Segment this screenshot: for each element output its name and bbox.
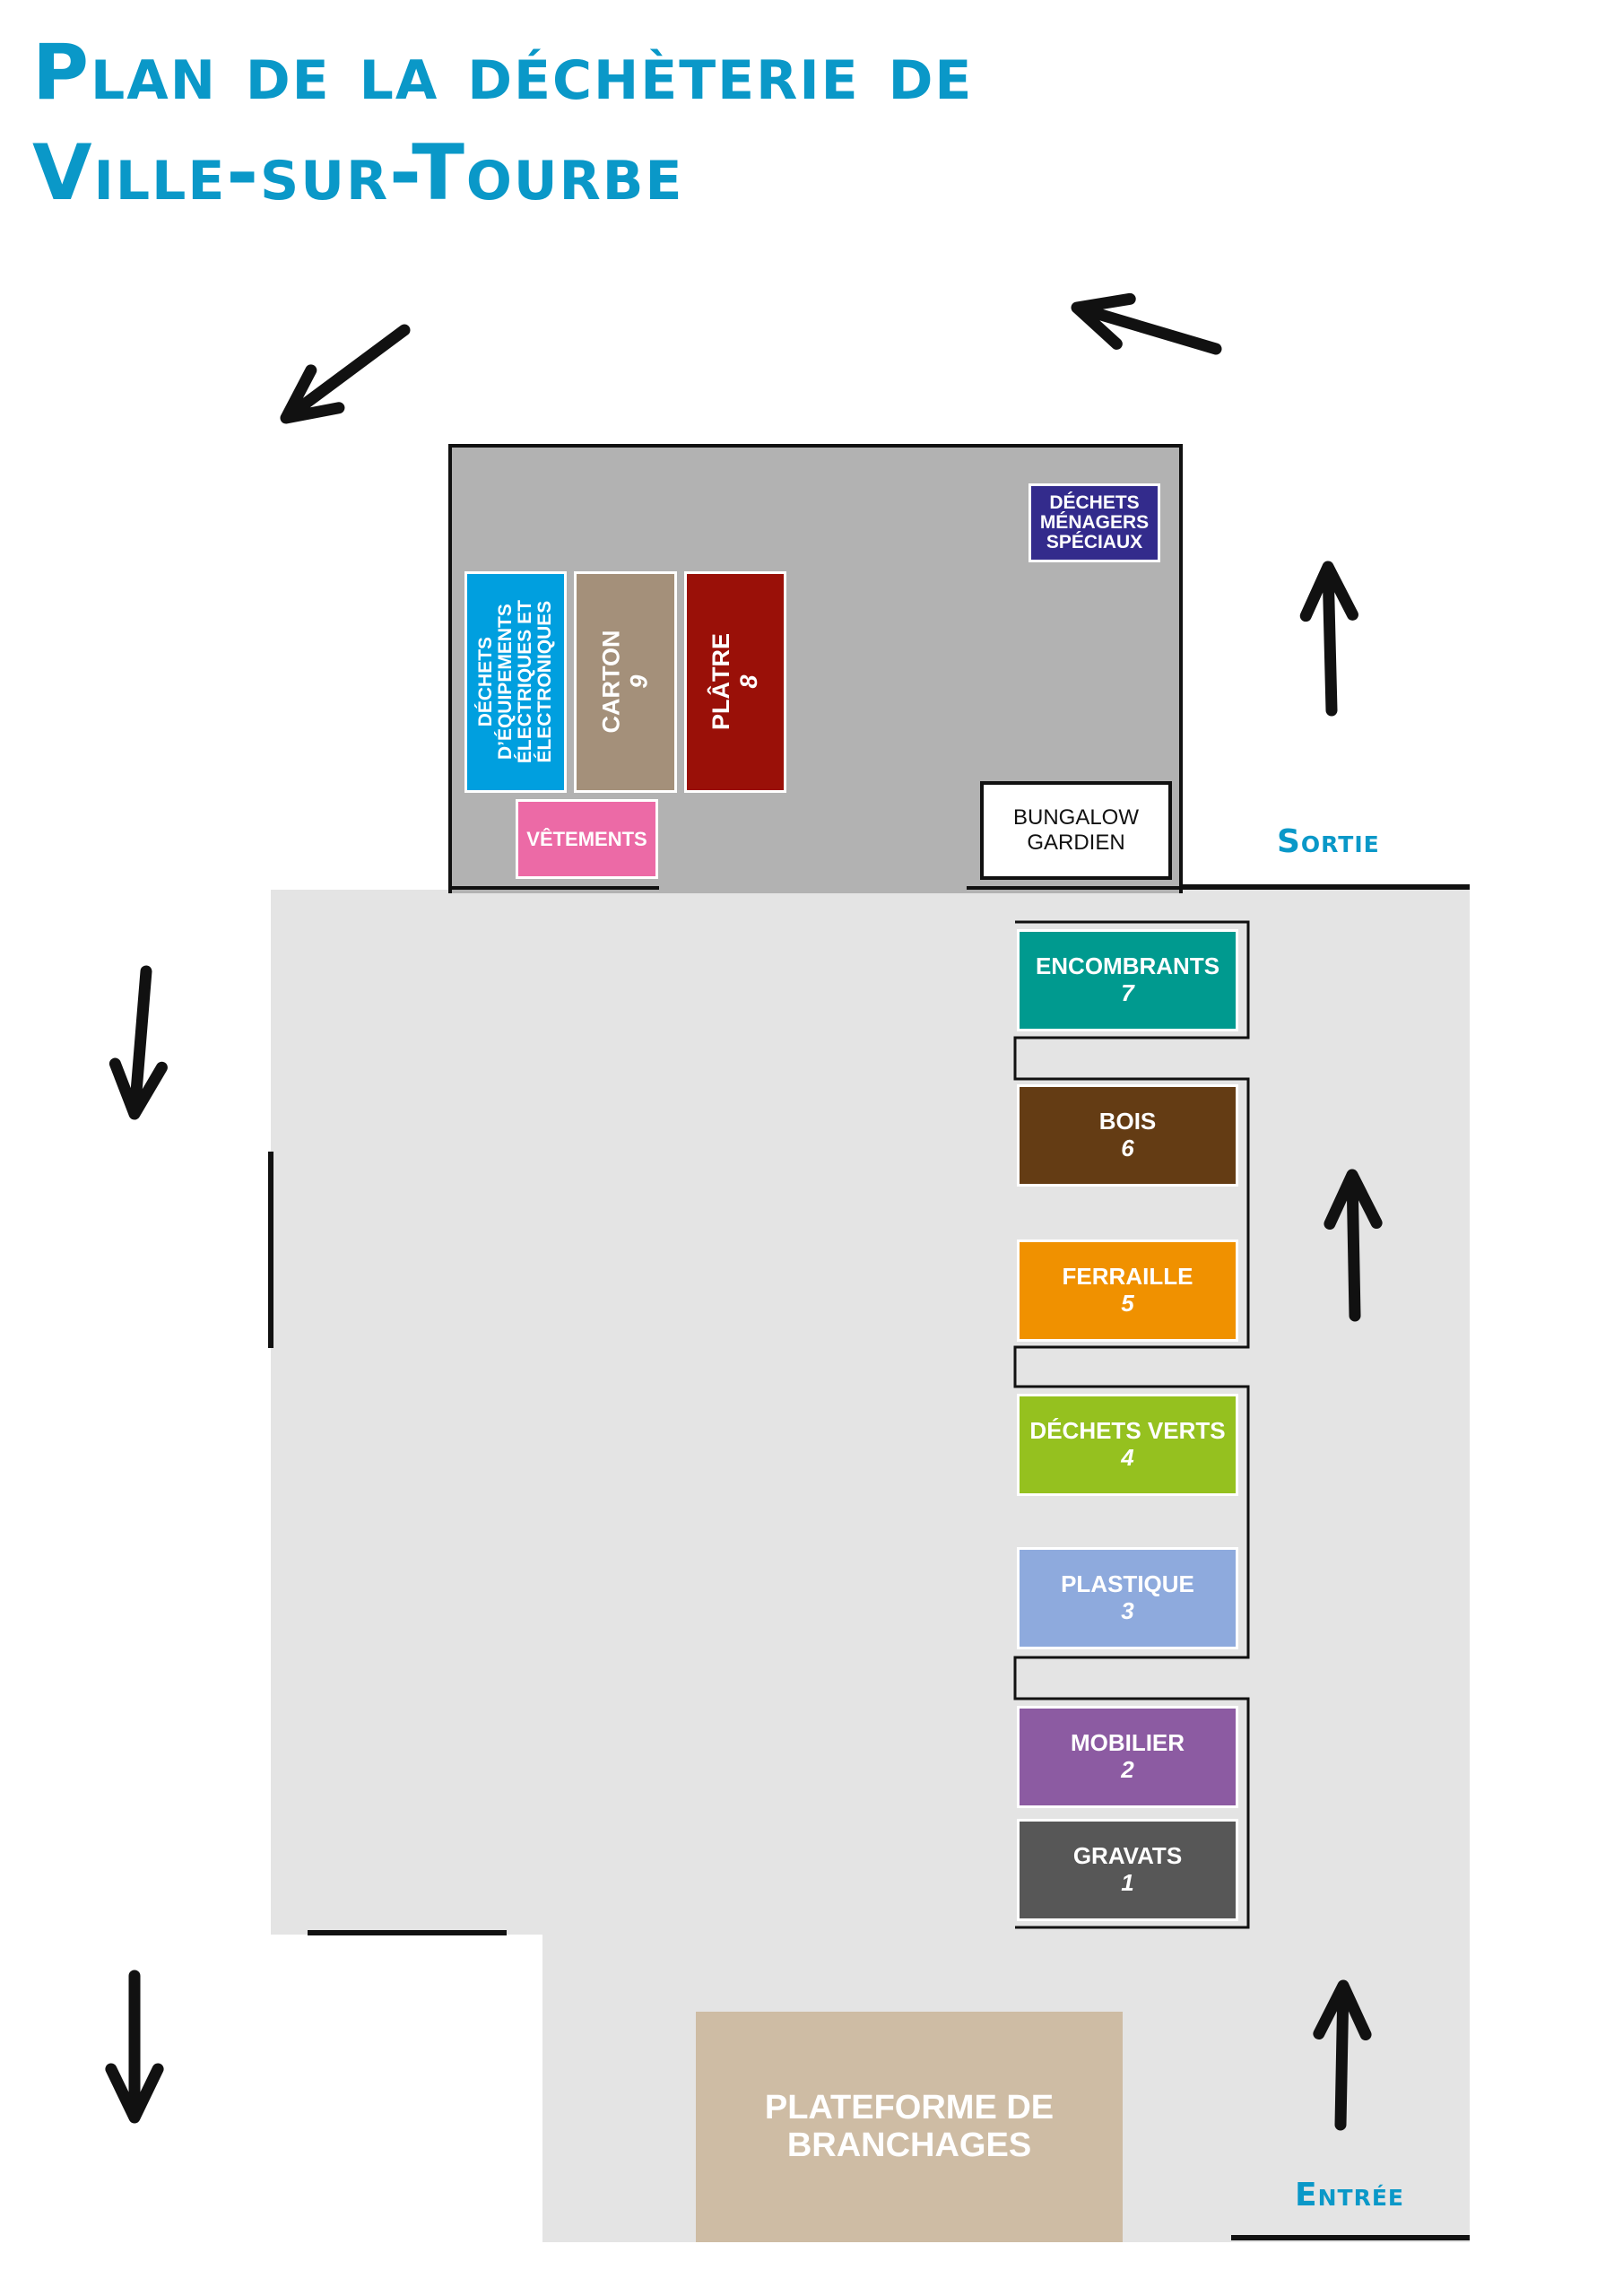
branch-platform: PLATEFORME DE BRANCHAGES xyxy=(696,2012,1123,2242)
bin-number: 1 xyxy=(1121,1869,1134,1896)
platform-label: BRANCHAGES xyxy=(786,2126,1032,2164)
bin-label: ENCOMBRANTS xyxy=(1035,952,1220,980)
bin-number: 5 xyxy=(1121,1290,1134,1317)
wall xyxy=(448,886,659,890)
dms-label: MÉNAGERS xyxy=(1039,511,1150,533)
bin-label: DÉCHETS VERTS xyxy=(1029,1417,1226,1445)
direction-arrow-icon xyxy=(105,1970,164,2124)
direction-arrow-icon xyxy=(108,965,168,1120)
vetements-label: VÊTEMENTS xyxy=(526,827,647,850)
bin-dms: DÉCHETS MÉNAGERS SPÉCIAUX xyxy=(1028,483,1160,562)
bin-number: 6 xyxy=(1121,1135,1134,1161)
entry-line xyxy=(1231,2235,1470,2240)
exit-line xyxy=(1181,884,1470,890)
bungalow-label: BUNGALOW xyxy=(1012,805,1139,831)
direction-arrow-icon xyxy=(1324,1169,1383,1322)
wall xyxy=(268,1152,273,1348)
bin-label: PLASTIQUE xyxy=(1061,1570,1194,1598)
bin-label: GRAVATS xyxy=(1072,1842,1183,1870)
bin-label: FERRAILLE xyxy=(1062,1263,1193,1291)
bin-vetements: VÊTEMENTS xyxy=(516,799,658,879)
dms-label: SPÉCIAUX xyxy=(1046,532,1143,553)
dms-label: DÉCHETS xyxy=(1049,491,1140,513)
guard-bungalow: BUNGALOW GARDIEN xyxy=(980,781,1172,880)
exit-label: Sortie xyxy=(1277,823,1380,860)
map-title-line2: Ville-sur-Tourbe xyxy=(32,128,684,218)
map-title-line1: Plan de la déchèterie de xyxy=(32,28,974,117)
bin-number: 4 xyxy=(1121,1444,1134,1471)
wall xyxy=(967,886,1179,890)
bin-label: BOIS xyxy=(1098,1108,1157,1135)
bin-platre: PLÂTRE 8 xyxy=(684,571,786,793)
yard-upper xyxy=(271,890,1470,1935)
platform-label: PLATEFORME DE xyxy=(764,2088,1055,2126)
bin-number: 2 xyxy=(1121,1756,1134,1783)
wall xyxy=(308,1930,507,1935)
entry-label: Entrée xyxy=(1295,2177,1404,2213)
direction-arrow-icon xyxy=(1071,292,1222,355)
bin-number: 7 xyxy=(1121,979,1134,1006)
direction-arrow-icon xyxy=(280,324,411,424)
direction-arrow-icon xyxy=(1313,1979,1372,2131)
bin-carton: CARTON 9 xyxy=(574,571,677,793)
bungalow-label: GARDIEN xyxy=(1027,831,1125,855)
bin-label: MOBILIER xyxy=(1070,1729,1185,1757)
direction-arrow-icon xyxy=(1299,561,1358,717)
bin-number: 3 xyxy=(1121,1597,1134,1624)
bin-deee: DÉCHETS D’ÉQUIPEMENTS ÉLECTRIQUES ET ÉLE… xyxy=(464,571,567,793)
